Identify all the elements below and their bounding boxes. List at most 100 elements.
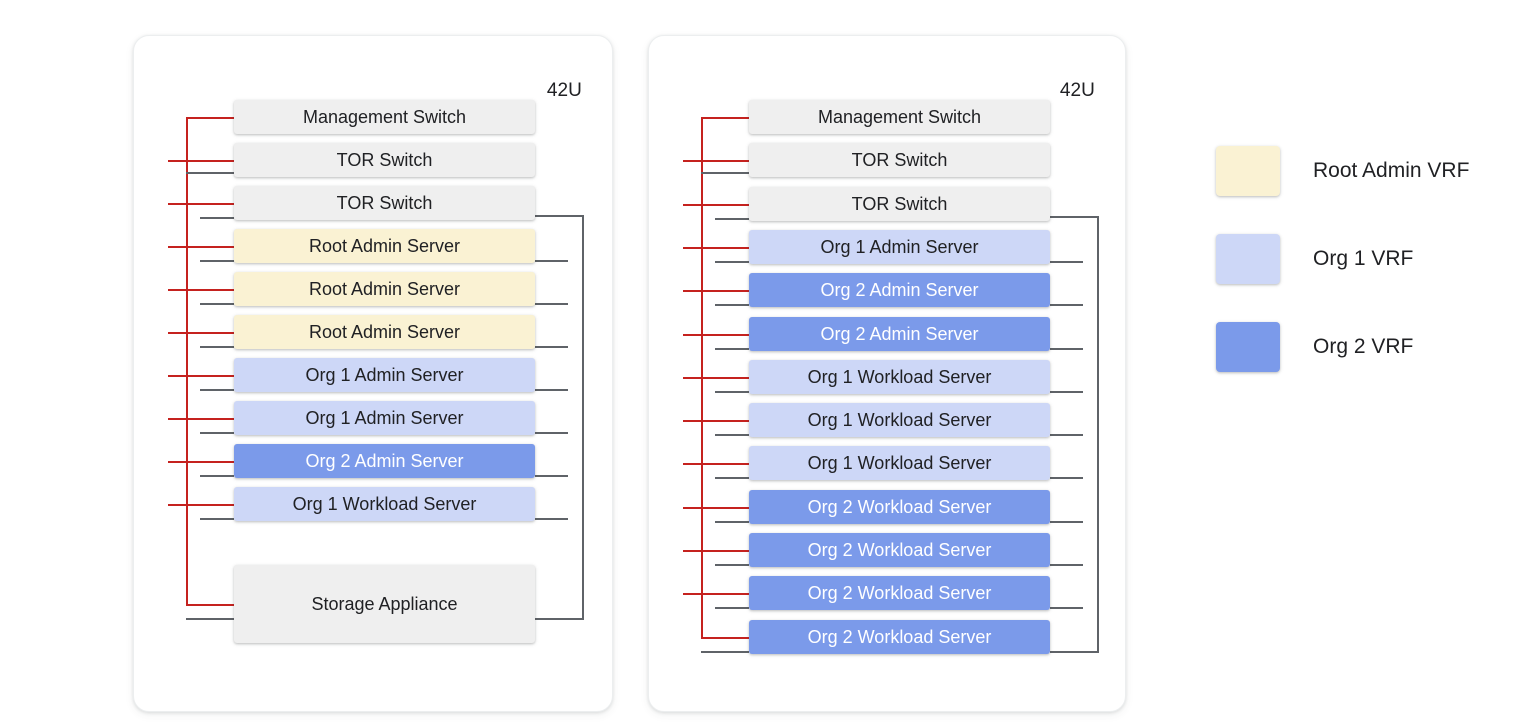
network-stub-right-10 <box>1050 564 1083 566</box>
power-stub-4 <box>168 289 234 291</box>
root-admin-vrf-swatch <box>1216 146 1280 196</box>
device-label: TOR Switch <box>336 149 433 170</box>
device-org-2-workload-server-r2-11[interactable]: Org 2 Workload Server <box>749 576 1050 610</box>
device-storage-appliance-r1-10[interactable]: Storage Appliance <box>234 565 535 643</box>
device-tor-switch-r2-1[interactable]: TOR Switch <box>749 143 1050 177</box>
legend-item-2: Org 2 VRF <box>1216 321 1516 373</box>
device-management-switch-r2-0[interactable]: Management Switch <box>749 100 1050 134</box>
network-stub-left-9 <box>715 521 749 523</box>
device-label: Org 1 Workload Server <box>807 452 992 473</box>
network-stub-left-7 <box>200 432 234 434</box>
power-stub-6 <box>683 377 749 379</box>
device-org-1-workload-server-r2-7[interactable]: Org 1 Workload Server <box>749 403 1050 437</box>
vrf-legend: Root Admin VRF Org 1 VRF Org 2 VRF <box>1216 145 1516 373</box>
network-stub-left-5 <box>715 348 749 350</box>
network-stub-left-1 <box>186 172 234 174</box>
network-stub-left-1 <box>701 172 749 174</box>
network-bus-bottom-elbow <box>1050 651 1099 653</box>
network-stub-left-8 <box>200 475 234 477</box>
rack-1-unit-label: 42U <box>546 80 582 101</box>
device-org-2-workload-server-r2-12[interactable]: Org 2 Workload Server <box>749 620 1050 654</box>
device-label: Org 2 Workload Server <box>807 496 992 517</box>
network-stub-right-7 <box>1050 434 1083 436</box>
legend-label-2: Org 2 VRF <box>1313 335 1414 358</box>
device-tor-switch-r1-1[interactable]: TOR Switch <box>234 143 535 177</box>
device-label: Management Switch <box>817 106 982 127</box>
device-org-2-admin-server-r2-5[interactable]: Org 2 Admin Server <box>749 317 1050 351</box>
device-org-2-admin-server-r2-4[interactable]: Org 2 Admin Server <box>749 273 1050 307</box>
device-label: Org 2 Workload Server <box>807 626 992 647</box>
legend-label-1: Org 1 VRF <box>1313 247 1414 270</box>
device-org-1-workload-server-r2-8[interactable]: Org 1 Workload Server <box>749 446 1050 480</box>
device-tor-switch-r1-2[interactable]: TOR Switch <box>234 186 535 220</box>
power-stub-10 <box>186 604 234 606</box>
device-label: Org 2 Admin Server <box>820 323 979 344</box>
org1-vrf-swatch <box>1216 234 1280 284</box>
device-root-admin-server-r1-4[interactable]: Root Admin Server <box>234 272 535 306</box>
device-label: Org 1 Workload Server <box>807 366 992 387</box>
device-label: TOR Switch <box>851 149 948 170</box>
device-org-2-workload-server-r2-10[interactable]: Org 2 Workload Server <box>749 533 1050 567</box>
network-stub-left-3 <box>200 260 234 262</box>
rack-2-unit-label: 42U <box>1059 80 1095 101</box>
network-stub-right-7 <box>535 432 568 434</box>
legend-item-0: Root Admin VRF <box>1216 145 1516 197</box>
network-stub-left-9 <box>200 518 234 520</box>
network-stub-left-6 <box>200 389 234 391</box>
power-stub-3 <box>683 247 749 249</box>
device-org-1-workload-server-r1-9[interactable]: Org 1 Workload Server <box>234 487 535 521</box>
device-org-1-admin-server-r2-3[interactable]: Org 1 Admin Server <box>749 230 1050 264</box>
power-stub-8 <box>683 463 749 465</box>
network-stub-right-9 <box>1050 521 1083 523</box>
device-label: Org 2 Workload Server <box>807 582 992 603</box>
network-bus-vertical <box>1097 216 1099 653</box>
org2-vrf-swatch <box>1216 322 1280 372</box>
network-bus-vertical <box>582 215 584 620</box>
network-stub-right-6 <box>535 389 568 391</box>
network-stub-left-10 <box>186 618 234 620</box>
device-label: Org 2 Admin Server <box>305 450 464 471</box>
power-stub-8 <box>168 461 234 463</box>
device-tor-switch-r2-2[interactable]: TOR Switch <box>749 187 1050 221</box>
device-label: Storage Appliance <box>311 593 458 614</box>
device-org-1-admin-server-r1-6[interactable]: Org 1 Admin Server <box>234 358 535 392</box>
device-label: TOR Switch <box>336 192 433 213</box>
power-stub-12 <box>701 637 749 639</box>
power-stub-1 <box>683 160 749 162</box>
power-stub-1 <box>168 160 234 162</box>
network-stub-right-9 <box>535 518 568 520</box>
device-label: Root Admin Server <box>308 278 461 299</box>
network-stub-left-2 <box>200 217 234 219</box>
power-stub-7 <box>168 418 234 420</box>
network-stub-right-5 <box>535 346 568 348</box>
network-stub-left-4 <box>715 304 749 306</box>
power-stub-5 <box>168 332 234 334</box>
network-stub-right-6 <box>1050 391 1083 393</box>
device-management-switch-r1-0[interactable]: Management Switch <box>234 100 535 134</box>
device-org-1-workload-server-r2-6[interactable]: Org 1 Workload Server <box>749 360 1050 394</box>
power-stub-0 <box>701 117 749 119</box>
network-stub-left-2 <box>715 218 749 220</box>
device-label: Org 1 Admin Server <box>305 364 464 385</box>
device-label: Management Switch <box>302 106 467 127</box>
legend-item-1: Org 1 VRF <box>1216 233 1516 285</box>
legend-label-0: Root Admin VRF <box>1313 159 1470 182</box>
device-org-2-workload-server-r2-9[interactable]: Org 2 Workload Server <box>749 490 1050 524</box>
power-stub-2 <box>168 203 234 205</box>
device-root-admin-server-r1-3[interactable]: Root Admin Server <box>234 229 535 263</box>
device-org-1-admin-server-r1-7[interactable]: Org 1 Admin Server <box>234 401 535 435</box>
device-label: Org 1 Admin Server <box>305 407 464 428</box>
network-stub-right-3 <box>535 260 568 262</box>
device-label: Org 2 Workload Server <box>807 539 992 560</box>
network-stub-right-8 <box>1050 477 1083 479</box>
network-bus-bottom-elbow <box>535 618 584 620</box>
power-stub-11 <box>683 593 749 595</box>
network-stub-left-10 <box>715 564 749 566</box>
network-stub-left-3 <box>715 261 749 263</box>
power-bus-vertical <box>186 117 188 606</box>
network-stub-left-6 <box>715 391 749 393</box>
device-root-admin-server-r1-5[interactable]: Root Admin Server <box>234 315 535 349</box>
network-stub-left-11 <box>715 607 749 609</box>
device-org-2-admin-server-r1-8[interactable]: Org 2 Admin Server <box>234 444 535 478</box>
